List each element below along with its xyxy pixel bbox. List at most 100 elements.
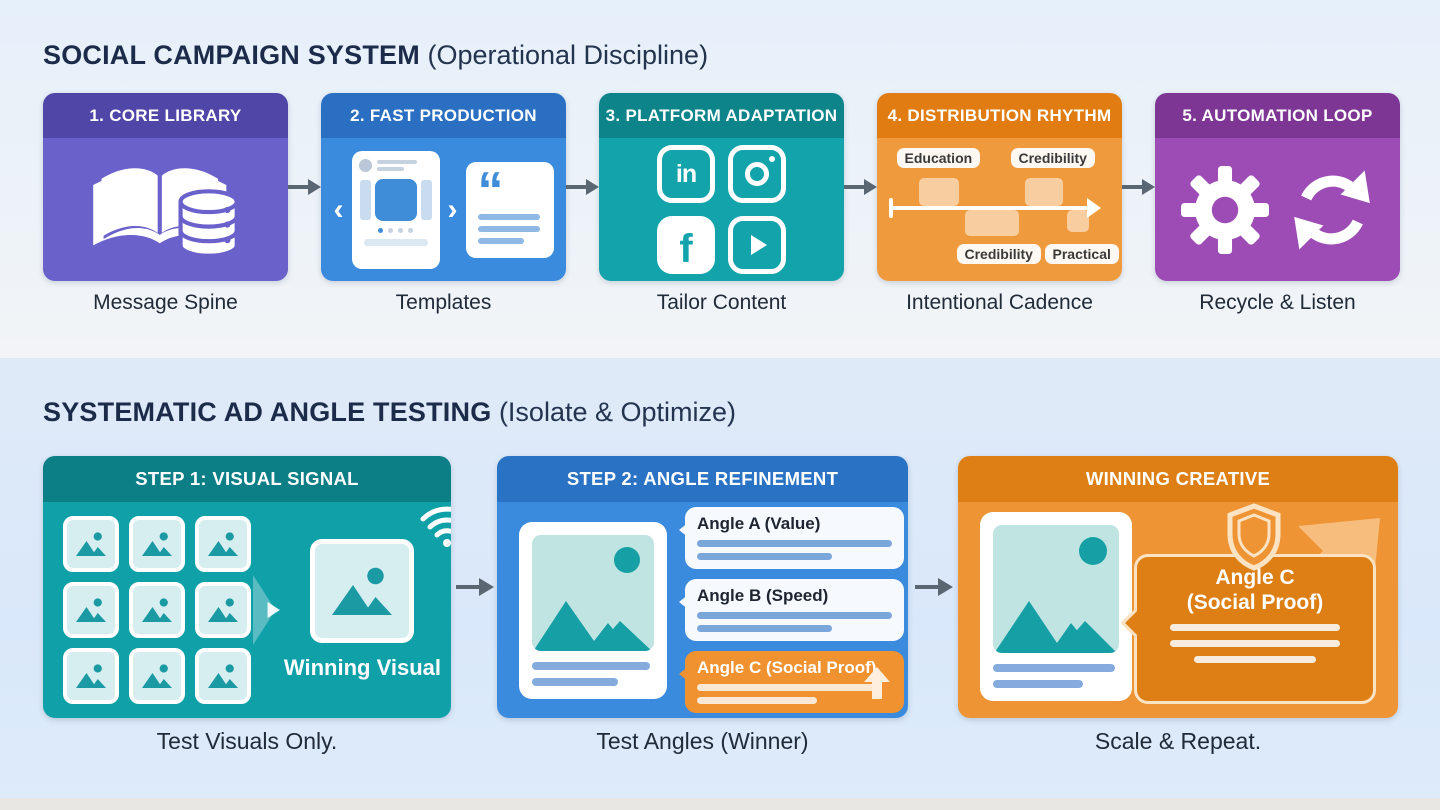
section1-title-main: SOCIAL CAMPAIGN SYSTEM (43, 40, 420, 70)
card-core-library-body (43, 138, 288, 281)
angle-a-label: Angle A (Value) (697, 514, 821, 533)
angle-c-bubble: Angle C (Social Proof) (679, 651, 904, 713)
caption-visual-signal: Test Visuals Only. (156, 728, 338, 754)
angle-c-label: Angle C (Social Proof) (697, 658, 877, 677)
ad-image-mountains (533, 600, 652, 651)
connector-arrow-1 (288, 177, 321, 197)
card-core-library: 1. CORE LIBRARY (43, 93, 288, 281)
caption-winning-creative: Scale & Repeat. (1094, 728, 1262, 754)
card-distribution-rhythm: 4. DISTRIBUTION RHYTHM Education Credibi… (877, 93, 1122, 281)
angle-b-bubble: Angle B (Speed) (679, 579, 904, 641)
post-header-placeholder (358, 158, 433, 172)
carousel-next-icon: › (447, 192, 458, 226)
caption-automation-loop: Recycle & Listen (1199, 291, 1356, 314)
avatar (358, 158, 372, 172)
cadence-label-credibility-bottom: Credibility (956, 243, 1041, 264)
quote-mark-icon: “ (477, 161, 504, 220)
ad-mockup (980, 512, 1132, 701)
card-automation-loop: 5. AUTOMATION LOOP (1155, 93, 1400, 281)
sync-loop-icon (1293, 169, 1370, 250)
text-line-placeholder (1170, 640, 1340, 648)
card-platform-adaptation: 3. PLATFORM ADAPTATION in f (599, 93, 844, 281)
winning-visual-label: Winning Visual (283, 655, 441, 680)
campaign-system-row: 1. CORE LIBRARY (43, 93, 1400, 281)
image-thumbnail-icon (63, 648, 119, 704)
card-distribution-rhythm-body: Education Credibility Credibility Practi… (877, 138, 1122, 281)
image-thumbnail-icon (195, 648, 251, 704)
card-fast-production-header: 2. FAST PRODUCTION (321, 93, 566, 138)
card-visual-signal-header: STEP 1: VISUAL SIGNAL (43, 456, 451, 502)
image-thumbnail-icon (63, 582, 119, 638)
winning-angle-label-line1: Angle C (1215, 566, 1295, 589)
section1-title-sub: (Operational Discipline) (427, 40, 709, 70)
platform-icon-grid: in f (657, 145, 786, 274)
carousel-center-frame (374, 178, 417, 221)
text-line-placeholder (697, 697, 817, 704)
image-thumbnail-icon (129, 582, 185, 638)
carousel-post-template-icon (351, 150, 440, 269)
ad-image-placeholder (532, 534, 654, 651)
connector-arrow-5 (451, 576, 497, 598)
text-line-placeholder (1170, 624, 1340, 632)
ad-text-lines (532, 661, 654, 686)
facebook-glyph: f (679, 226, 693, 271)
text-line-placeholder (1194, 656, 1316, 664)
cadence-label-practical: Practical (1044, 243, 1119, 264)
timeline-arrowhead (1086, 197, 1101, 218)
cadence-timeline: Education Credibility Credibility Practi… (888, 147, 1119, 272)
angle-b-label: Angle B (Speed) (697, 586, 829, 605)
instagram-icon (728, 145, 786, 203)
instagram-flash-dot (769, 156, 775, 162)
connector-arrow-3 (844, 177, 877, 197)
card-visual-signal-body: Winning Visual (43, 502, 451, 718)
carousel-side-frame (359, 179, 371, 220)
connector-arrow-6 (908, 576, 958, 598)
ad-image-mountains (994, 601, 1117, 653)
image-thumbnail-icon (129, 648, 185, 704)
card-winning-creative-body: Angle C (Social Proof) (958, 502, 1398, 718)
carousel-frames (359, 178, 433, 221)
card-platform-adaptation-header: 3. PLATFORM ADAPTATION (599, 93, 844, 138)
text-line-placeholder (697, 540, 892, 547)
card-fast-production-body: ‹ › “ (321, 138, 566, 281)
ad-angle-testing-row: STEP 1: VISUAL SIGNAL (43, 456, 1398, 718)
winning-image-icon (310, 539, 415, 643)
ad-text-lines (993, 664, 1119, 688)
card-automation-loop-body (1155, 138, 1400, 281)
instagram-lens (745, 162, 769, 186)
caption-angle-refinement: Test Angles (Winner) (596, 728, 809, 754)
caption-distribution-rhythm: Intentional Cadence (906, 291, 1093, 314)
angle-a-bubble: Angle A (Value) (679, 507, 904, 569)
card-winning-creative-header: WINNING CREATIVE (958, 456, 1398, 502)
section1-title: SOCIAL CAMPAIGN SYSTEM (Operational Disc… (43, 40, 708, 71)
section2-title-sub: (Isolate & Optimize) (498, 397, 737, 427)
cadence-label-credibility-top: Credibility (1010, 147, 1095, 168)
angle-bubbles: Angle A (Value) Angle B (Speed) Angle C … (679, 507, 904, 713)
card-angle-refinement-body: Angle A (Value) Angle B (Speed) Angle C … (497, 502, 908, 718)
cadence-block-below-mid (964, 209, 1019, 236)
ad-image-sun (614, 546, 640, 573)
carousel-dots (359, 227, 433, 233)
winning-visual-group: Winning Visual (283, 506, 451, 681)
text-line-placeholder (697, 612, 892, 619)
background-bottom-strip (0, 798, 1440, 810)
caption-fast-production: Templates (395, 291, 492, 314)
ad-image-placeholder (993, 525, 1119, 653)
text-line-placeholder (697, 553, 832, 560)
quote-text-lines (477, 213, 542, 244)
shield-icon (1227, 503, 1281, 571)
card-distribution-rhythm-header: 4. DISTRIBUTION RHYTHM (877, 93, 1122, 138)
ad-mockup (519, 521, 667, 699)
caption-platform-adaptation: Tailor Content (656, 291, 787, 314)
text-line-placeholder (697, 684, 877, 691)
card-angle-refinement: STEP 2: ANGLE REFINEMENT Angle A (Value) (497, 456, 908, 718)
winning-angle-bubble: Angle C (Social Proof) (1120, 554, 1376, 704)
cadence-block-above-right (1024, 177, 1063, 206)
timeline-line (888, 205, 1089, 210)
image-thumbnail-icon (195, 516, 251, 572)
card-core-library-header: 1. CORE LIBRARY (43, 93, 288, 138)
post-footer-placeholder (363, 238, 428, 246)
youtube-icon (728, 216, 786, 274)
card-angle-refinement-header: STEP 2: ANGLE REFINEMENT (497, 456, 908, 502)
youtube-play-triangle (751, 235, 767, 255)
